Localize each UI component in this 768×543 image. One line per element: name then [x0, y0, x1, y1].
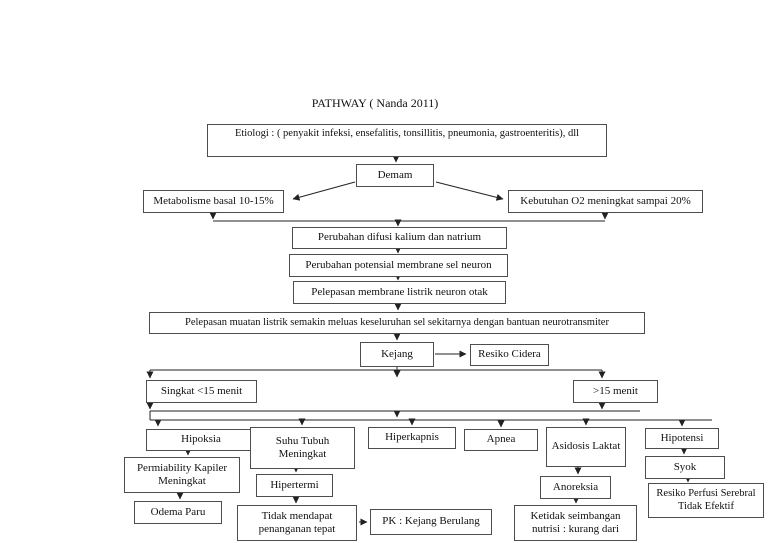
node-difusi: Perubahan difusi kalium dan natrium: [292, 227, 507, 249]
node-lebih-15-menit: >15 menit: [573, 380, 658, 403]
node-suhu-tubuh: Suhu Tubuh Meningkat: [250, 427, 355, 469]
node-ketidak-seimbangan: Ketidak seimbangan nutrisi : kurang dari: [514, 505, 637, 541]
node-resiko-perfusi: Resiko Perfusi Serebral Tidak Efektif: [648, 483, 764, 518]
node-pk-kejang-berulang: PK : Kejang Berulang: [370, 509, 492, 535]
node-permiability: Permiability Kapiler Meningkat: [124, 457, 240, 493]
node-hipertermi: Hipertermi: [256, 474, 333, 497]
node-kejang: Kejang: [360, 342, 434, 367]
node-hipotensi: Hipotensi: [645, 428, 719, 449]
node-potensial: Perubahan potensial membrane sel neuron: [289, 254, 508, 277]
node-pelepasan-membrane: Pelepasan membrane listrik neuron otak: [293, 281, 506, 304]
node-resiko-cidera: Resiko Cidera: [470, 344, 549, 366]
node-hiperkapnis: Hiperkapnis: [368, 427, 456, 449]
node-tidak-mendapat: Tidak mendapat penanganan tepat: [237, 505, 357, 541]
node-asidosis-laktat: Asidosis Laktat: [546, 427, 626, 467]
node-etiologi: Etiologi : ( penyakit infeksi, ensefalit…: [207, 124, 607, 157]
page-title: PATHWAY ( Nanda 2011): [311, 96, 439, 110]
node-odema-paru: Odema Paru: [134, 501, 222, 524]
node-demam: Demam: [356, 164, 434, 187]
node-metabolisme: Metabolisme basal 10-15%: [143, 190, 284, 213]
node-hipoksia: Hipoksia: [146, 429, 256, 451]
node-singkat-15-menit: Singkat <15 menit: [146, 380, 257, 403]
node-apnea: Apnea: [464, 429, 538, 451]
node-anoreksia: Anoreksia: [540, 476, 611, 499]
node-syok: Syok: [645, 456, 725, 479]
node-pelepasan-muatan: Pelepasan muatan listrik semakin meluas …: [149, 312, 645, 334]
node-kebutuhan-o2: Kebutuhan O2 meningkat sampai 20%: [508, 190, 703, 213]
